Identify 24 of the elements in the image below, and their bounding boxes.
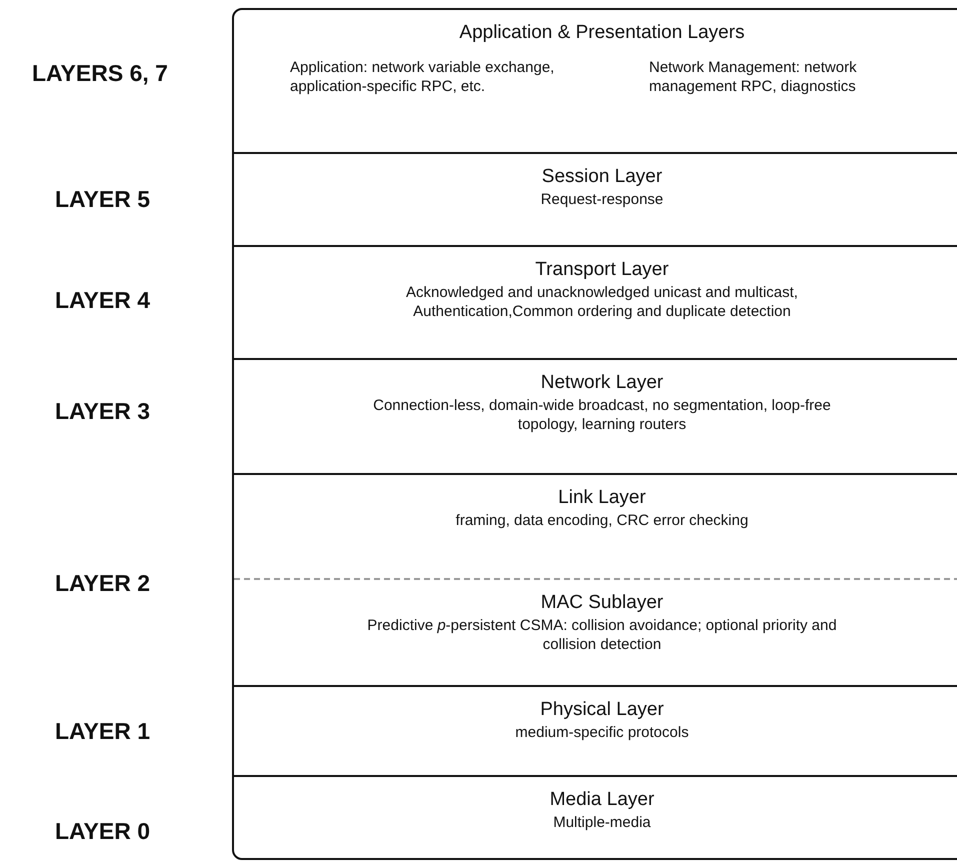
layer-number-label: LAYERS 6, 7 <box>32 60 168 87</box>
layer-title: Physical Layer <box>540 699 664 721</box>
layer-description: framing, data encoding, CRC error checking <box>456 511 748 530</box>
layer-title: Link Layer <box>558 487 646 509</box>
layer-description: Connection-less, domain-wide broadcast, no segmentation, loop-free topology, learning routers <box>372 396 832 434</box>
layer-title: Transport Layer <box>535 259 669 281</box>
layer-description: Acknowledged and unacknowledged unicast and multicast, Authentication,Common ordering and duplicate detection <box>405 283 799 321</box>
layer-description: Network Management: network management RPC, diagnostics <box>649 58 858 96</box>
layer-description: medium-specific protocols <box>515 723 689 742</box>
layer-title: Application & Presentation Layers <box>459 22 745 44</box>
layer-number-label: LAYER 5 <box>55 186 150 213</box>
layer-description: Predictive p-persistent CSMA: collision avoidance; optional priority and collision detection <box>366 616 838 654</box>
layer-title: Network Layer <box>540 372 664 394</box>
layer-title: Media Layer <box>550 789 654 811</box>
layer-number-label: LAYER 2 <box>55 570 150 597</box>
layer-description: Multiple-media <box>553 813 651 832</box>
layer-title: Session Layer <box>542 166 662 188</box>
layer-number-label: LAYER 0 <box>55 818 150 845</box>
layer-title: MAC Sublayer <box>540 592 664 614</box>
layer-number-label: LAYER 1 <box>55 718 150 745</box>
layer-number-label: LAYER 3 <box>55 398 150 425</box>
layer-description: Request-response <box>540 190 664 209</box>
layer-description: Application: network variable exchange, application-specific RPC, etc. <box>290 58 556 96</box>
layer-number-label: LAYER 4 <box>55 287 150 314</box>
